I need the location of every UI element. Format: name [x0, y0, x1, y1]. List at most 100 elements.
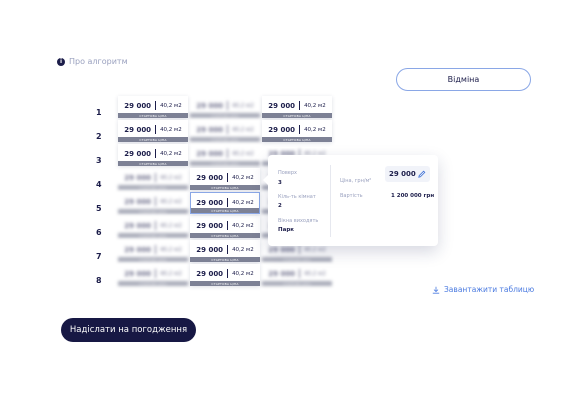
- cell-area: 40,2 м2: [160, 174, 182, 181]
- cell-start-price-tag: СТАРТОВА ЦІНА: [190, 233, 260, 238]
- cell-separator: [155, 245, 157, 254]
- floor-label: 3: [96, 156, 102, 165]
- cell-price: 29 000: [124, 173, 152, 182]
- cell-area: 40,2 м2: [160, 270, 182, 277]
- cell-start-price-tag: СТАРТОВА ЦІНА: [262, 257, 332, 262]
- cell-price: 29 000: [196, 173, 224, 182]
- cell-area: 40,2 м2: [160, 150, 182, 157]
- price-per-m2-input[interactable]: 29 000: [385, 166, 430, 182]
- cell-start-price-tag: СТАРТОВА ЦІНА: [118, 209, 188, 214]
- cell-line: 29 000 40,2 м2: [118, 171, 188, 184]
- floor-field-value: 3: [278, 180, 282, 186]
- cell-separator: [155, 101, 157, 110]
- cell-separator: [299, 101, 301, 110]
- cell-price: 29 000: [196, 125, 224, 134]
- cost-label: Вартість: [340, 193, 363, 199]
- cell-area: 40,2 м2: [160, 126, 182, 133]
- cell-price: 29 000: [124, 125, 152, 134]
- apartment-cell[interactable]: 29 000 40,2 м2 СТАРТОВА ЦІНА: [118, 168, 188, 190]
- cell-line: 29 000 40,2 м2: [118, 243, 188, 256]
- cell-separator: [227, 101, 229, 110]
- cell-separator: [155, 221, 157, 230]
- cell-start-price-tag: СТАРТОВА ЦІНА: [262, 281, 332, 286]
- cell-separator: [155, 269, 157, 278]
- download-table-link[interactable]: Завантажити таблицю: [432, 285, 534, 294]
- cell-price: 29 000: [124, 245, 152, 254]
- apartment-cell[interactable]: 29 000 40,2 м2 СТАРТОВА ЦІНА: [190, 168, 260, 190]
- cell-area: 40,2 м2: [304, 246, 326, 253]
- floor-field-label: Поверх: [278, 170, 297, 176]
- cell-area: 40,2 м2: [160, 198, 182, 205]
- apartment-cell[interactable]: 29 000 40,2 м2 СТАРТОВА ЦІНА: [118, 120, 188, 142]
- apartment-cell[interactable]: 29 000 40,2 м2 СТАРТОВА ЦІНА: [118, 144, 188, 166]
- cell-start-price-tag: СТАРТОВА ЦІНА: [262, 137, 332, 142]
- cell-area: 40,2 м2: [304, 126, 326, 133]
- about-algorithm-label: Про алгоритм: [69, 57, 128, 66]
- floor-label: 4: [96, 180, 102, 189]
- cell-area: 40,2 м2: [160, 246, 182, 253]
- submit-for-approval-button[interactable]: Надіслати на погодження: [61, 318, 196, 342]
- pencil-icon[interactable]: [418, 170, 426, 178]
- cancel-button[interactable]: Відміна: [396, 68, 531, 91]
- about-algorithm-link[interactable]: i Про алгоритм: [57, 57, 128, 66]
- floor-label: 5: [96, 204, 102, 213]
- cell-separator: [155, 125, 157, 134]
- cell-start-price-tag: СТАРТОВА ЦІНА: [118, 161, 188, 166]
- cell-start-price-tag: СТАРТОВА ЦІНА: [118, 113, 188, 118]
- cell-separator: [299, 245, 301, 254]
- cell-separator: [227, 221, 229, 230]
- cell-separator: [227, 125, 229, 134]
- floor-label: 8: [96, 276, 102, 285]
- info-icon: i: [57, 57, 65, 66]
- cell-separator: [299, 125, 301, 134]
- cell-area: 40,2 м2: [232, 174, 254, 181]
- cell-line: 29 000 40,2 м2: [118, 123, 188, 136]
- cell-start-price-tag: СТАРТОВА ЦІНА: [118, 281, 188, 286]
- cell-start-price-tag: СТАРТОВА ЦІНА: [118, 137, 188, 142]
- cell-start-price-tag: СТАРТОВА ЦІНА: [118, 185, 188, 190]
- cell-price: 29 000: [268, 149, 296, 158]
- download-table-label: Завантажити таблицю: [444, 285, 535, 294]
- cell-start-price-tag: СТАРТОВА ЦІНА: [191, 208, 259, 213]
- download-icon: [432, 286, 440, 294]
- cell-price: 29 000: [124, 149, 152, 158]
- cell-separator: [155, 197, 157, 206]
- cell-start-price-tag: СТАРТОВА ЦІНА: [190, 137, 260, 142]
- cell-line: 29 000 40,2 м2: [190, 171, 260, 184]
- cell-price: 29 000: [196, 149, 224, 158]
- cell-area: 40,2 м2: [304, 102, 326, 109]
- view-field-value: Парк: [278, 227, 294, 233]
- price-per-m2-value: 29 000: [389, 170, 416, 178]
- rooms-field-value: 2: [278, 203, 282, 209]
- cell-price: 29 000: [196, 269, 224, 278]
- floor-label: 7: [96, 252, 102, 261]
- cell-start-price-tag: СТАРТОВА ЦІНА: [190, 185, 260, 190]
- cell-area: 40,2 м2: [232, 150, 254, 157]
- cost-value: 1 200 000 грн: [391, 193, 435, 199]
- cell-start-price-tag: СТАРТОВА ЦІНА: [190, 113, 260, 118]
- cell-start-price-tag: СТАРТОВА ЦІНА: [262, 113, 332, 118]
- cell-start-price-tag: СТАРТОВА ЦІНА: [190, 257, 260, 262]
